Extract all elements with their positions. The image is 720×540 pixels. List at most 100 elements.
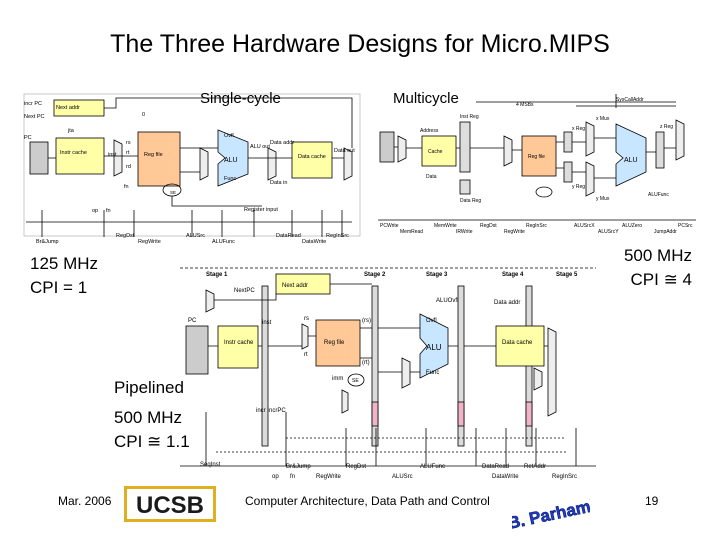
- svg-text:Br&Jump: Br&Jump: [36, 239, 59, 245]
- svg-text:rs: rs: [304, 316, 309, 322]
- svg-text:(rs): (rs): [362, 318, 371, 324]
- svg-text:x Mux: x Mux: [596, 116, 610, 122]
- svg-text:RegWrite: RegWrite: [138, 239, 161, 245]
- svg-text:rt: rt: [126, 150, 130, 156]
- svg-text:SysCallAddr: SysCallAddr: [616, 97, 644, 103]
- svg-text:SE: SE: [170, 190, 176, 195]
- svg-text:ALUOvfl: ALUOvfl: [436, 298, 458, 304]
- svg-text:Br&Jump: Br&Jump: [286, 464, 311, 470]
- svg-text:ALUFunc: ALUFunc: [420, 464, 445, 470]
- svg-text:x Reg: x Reg: [572, 126, 585, 132]
- svg-text:Data addr: Data addr: [270, 140, 294, 146]
- mc-cache-block: [421, 135, 457, 167]
- svg-text:IRWrite: IRWrite: [456, 229, 473, 235]
- svg-text:RetAddr: RetAddr: [524, 464, 546, 470]
- svg-text:Stage 1: Stage 1: [206, 272, 228, 278]
- svg-text:ALU: ALU: [426, 343, 442, 352]
- svg-text:Register input: Register input: [244, 207, 278, 213]
- svg-text:Data cache: Data cache: [502, 340, 533, 346]
- svg-text:UCSB: UCSB: [136, 492, 204, 519]
- pipe-instr-cache-block: [217, 325, 259, 369]
- pipelined-perf: Pipelined 500 MHz CPI ≅ 1.1: [114, 376, 190, 454]
- svg-text:Stage 2: Stage 2: [364, 272, 386, 278]
- sc-instr-cache-block: [55, 137, 105, 175]
- pipelined-cpi: CPI ≅ 1.1: [114, 432, 190, 451]
- svg-text:RegDst: RegDst: [480, 223, 497, 229]
- svg-text:ALUSrcX: ALUSrcX: [574, 223, 595, 229]
- svg-text:Stage 4: Stage 4: [502, 272, 524, 278]
- svg-text:ALU out: ALU out: [250, 144, 270, 150]
- single-cycle-cpi: CPI = 1: [30, 278, 88, 297]
- svg-text:DataRead: DataRead: [276, 233, 301, 239]
- svg-text:jta: jta: [67, 128, 75, 134]
- svg-text:Reg file: Reg file: [528, 154, 545, 160]
- sc-pc-register: [29, 141, 49, 175]
- svg-text:SeqInst: SeqInst: [200, 462, 221, 468]
- svg-text:RegDst: RegDst: [116, 233, 135, 239]
- author-logo: B. Parhami: [512, 496, 590, 534]
- svg-text:fn: fn: [106, 208, 111, 214]
- svg-text:inst: inst: [108, 152, 117, 158]
- svg-text:ALUZero: ALUZero: [622, 223, 642, 229]
- footer-date: Mar. 2006: [58, 494, 112, 508]
- svg-text:PCWrite: PCWrite: [380, 223, 399, 229]
- mc-reg-file-block: [521, 135, 557, 177]
- footer-course-title: Computer Architecture, Data Path and Con…: [245, 494, 490, 508]
- svg-text:y Reg: y Reg: [572, 184, 585, 190]
- svg-text:Data cache: Data cache: [298, 154, 326, 160]
- pipelined-label: Pipelined: [114, 378, 184, 397]
- sc-data-cache-block: [291, 141, 333, 179]
- svg-text:Instr cache: Instr cache: [60, 150, 87, 156]
- svg-text:rt: rt: [304, 352, 308, 358]
- svg-text:ALUSrcY: ALUSrcY: [598, 229, 619, 235]
- svg-text:Ovfl: Ovfl: [224, 133, 234, 139]
- svg-text:PC: PC: [24, 135, 32, 141]
- pipe-reg-3: [457, 285, 465, 447]
- svg-text:Cache: Cache: [428, 149, 443, 155]
- single-cycle-freq: 125 MHz: [30, 254, 99, 273]
- multicycle-freq: 500 MHz: [623, 246, 692, 265]
- svg-text:JumpAddr: JumpAddr: [654, 229, 677, 235]
- svg-text:RegDst: RegDst: [346, 464, 366, 470]
- svg-text:4 MSBs: 4 MSBs: [516, 102, 534, 108]
- svg-text:Next PC: Next PC: [24, 114, 45, 120]
- pipe-reg-2: [371, 285, 379, 447]
- svg-text:Data: Data: [426, 174, 437, 180]
- svg-text:ALUSrc: ALUSrc: [186, 233, 205, 239]
- svg-text:0: 0: [142, 112, 145, 118]
- mc-pc-register: [379, 131, 395, 163]
- single-cycle-label: Single-cycle: [200, 90, 281, 107]
- svg-text:MemWrite: MemWrite: [434, 223, 457, 229]
- mc-alu-block: [615, 123, 647, 187]
- multicycle-perf: 500 MHz CPI ≅ 4: [624, 244, 692, 292]
- pipe-reg-file-block: [315, 319, 361, 367]
- svg-text:SE: SE: [352, 378, 359, 384]
- pipe-alu-block: [419, 313, 449, 379]
- svg-text:y Mux: y Mux: [596, 196, 610, 202]
- svg-text:Reg file: Reg file: [324, 340, 345, 346]
- svg-text:ALU: ALU: [224, 157, 238, 164]
- svg-text:rs: rs: [126, 140, 131, 146]
- svg-text:Stage 3: Stage 3: [426, 272, 448, 278]
- svg-text:op: op: [272, 474, 279, 480]
- svg-text:z Reg: z Reg: [660, 124, 673, 130]
- svg-text:B. Parhami: B. Parhami: [512, 496, 590, 533]
- sc-reg-file-block: [137, 131, 181, 187]
- svg-text:DataWrite: DataWrite: [492, 474, 519, 480]
- pipe-data-cache-block: [495, 325, 545, 367]
- single-cycle-perf: 125 MHz CPI = 1: [30, 252, 98, 300]
- svg-text:imm: imm: [332, 376, 343, 382]
- pipelined-diagram: Stage 1 Stage 2 Stage 3 Stage 4 Stage 5 …: [180, 267, 596, 480]
- svg-text:ALUFunc: ALUFunc: [648, 192, 669, 198]
- svg-text:PCSrc: PCSrc: [678, 223, 693, 229]
- svg-text:(rt): (rt): [362, 360, 370, 366]
- svg-text:Inst Reg: Inst Reg: [460, 114, 479, 120]
- svg-text:fn: fn: [124, 184, 129, 190]
- svg-text:Func: Func: [224, 176, 236, 182]
- svg-text:Data in: Data in: [270, 180, 287, 186]
- svg-text:Instr cache: Instr cache: [224, 340, 254, 346]
- svg-text:ALU: ALU: [624, 157, 638, 164]
- svg-text:Address: Address: [420, 128, 439, 134]
- svg-text:incr IncrPC: incr IncrPC: [256, 408, 286, 414]
- svg-text:RegWrite: RegWrite: [316, 474, 342, 480]
